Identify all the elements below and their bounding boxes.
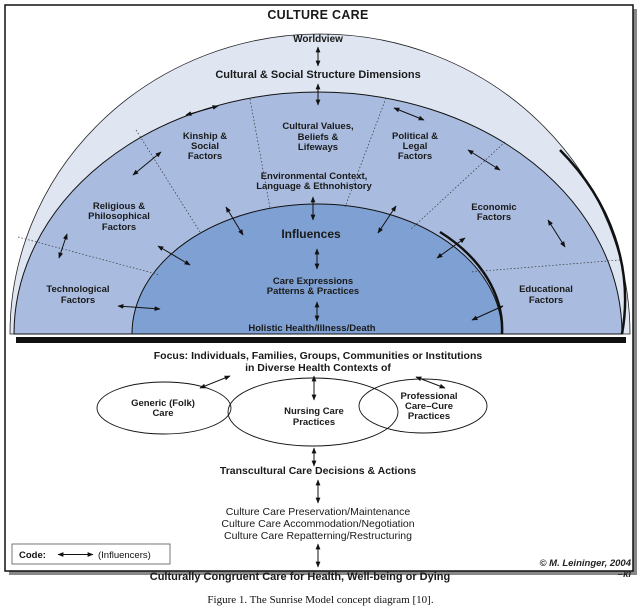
factor-label: Political & — [392, 131, 438, 142]
generic-care-label: Care — [152, 408, 173, 419]
care-expressions-label: Care Expressions — [273, 276, 353, 287]
copyright-initials: –kl — [618, 569, 632, 580]
separator — [469, 259, 621, 273]
outcome-label: Culturally Congruent Care for Health, We… — [150, 571, 451, 583]
middle-band-edge — [559, 149, 627, 335]
double-arrow-icon — [157, 245, 191, 266]
factor-label: Factors — [529, 295, 563, 306]
factor-label: Factors — [61, 295, 95, 306]
factor-label: Philosophical — [88, 211, 150, 222]
figure-caption: Figure 1. The Sunrise Model concept diag… — [207, 594, 434, 606]
double-arrow-icon — [547, 219, 566, 248]
factor-label: Social — [191, 141, 219, 152]
generic-care-label: Generic (Folk) — [131, 398, 195, 409]
ellipse-generic-care — [96, 381, 232, 435]
decisions-label: Transcultural Care Decisions & Actions — [220, 465, 416, 477]
factor-label: Cultural Values, — [282, 121, 353, 132]
professional-care-label: Professional — [400, 391, 457, 402]
factor-label: Religious & — [93, 201, 145, 212]
dimensions-title: Cultural & Social Structure Dimensions — [215, 69, 420, 81]
double-arrow-icon — [132, 151, 162, 176]
factor-label: Lifeways — [298, 142, 338, 153]
double-arrow-icon — [436, 237, 466, 259]
holistic-label: Holistic Health/Illness/Death — [248, 323, 375, 334]
factor-political: Political & Legal Factors — [392, 131, 438, 162]
focus-arrows — [199, 375, 446, 568]
legend-code-label: Code: — [19, 550, 46, 561]
care-expressions-label: Patterns & Practices — [267, 286, 359, 297]
factor-label: Technological — [46, 284, 109, 295]
factor-label: Kinship & — [183, 131, 227, 142]
professional-care-label: Practices — [408, 411, 450, 422]
mode-preservation: Culture Care Preservation/Maintenance — [226, 506, 411, 518]
double-arrow-icon — [199, 375, 231, 389]
factor-label: Legal — [403, 141, 428, 152]
double-arrow-icon — [393, 107, 425, 121]
separator — [249, 98, 271, 209]
environmental-label: Environmental Context, — [261, 171, 368, 182]
factor-label: Beliefs & — [298, 132, 339, 143]
focus-line-1: Focus: Individuals, Families, Groups, Co… — [154, 350, 483, 362]
factor-label: Factors — [102, 222, 136, 233]
factor-cultural-values: Cultural Values, Beliefs & Lifeways — [282, 121, 353, 153]
nursing-care-label: Nursing Care — [284, 406, 344, 417]
factor-economic: Economic Factors — [471, 202, 516, 223]
double-arrow-icon — [377, 205, 397, 234]
worldview-label: Worldview — [293, 34, 343, 45]
factor-religious: Religious & Philosophical Factors — [88, 201, 150, 233]
influencer-arrows — [58, 46, 566, 322]
factor-label: Educational — [519, 284, 573, 295]
mode-repatterning: Culture Care Repatterning/Restructuring — [224, 530, 412, 542]
double-arrow-icon — [471, 305, 504, 321]
factor-technological: Technological Factors — [46, 284, 109, 306]
environmental-context: Environmental Context, Language & Ethnoh… — [256, 171, 372, 192]
focus-line-2: in Diverse Health Contexts of — [245, 362, 391, 374]
copyright-line: © M. Leininger, 2004 — [540, 558, 632, 569]
factor-educational: Educational Factors — [519, 284, 573, 306]
double-arrow-icon — [117, 303, 161, 312]
code-legend: Code: (Influencers) — [11, 543, 171, 565]
factor-label: Economic — [471, 202, 516, 213]
mode-accommodation: Culture Care Accommodation/Negotiation — [221, 518, 414, 530]
factor-label: Factors — [188, 151, 222, 162]
baseline-bar — [16, 337, 626, 343]
nursing-care-label: Practices — [293, 417, 335, 428]
factor-label: Factors — [477, 212, 511, 223]
double-arrow-icon — [225, 206, 244, 236]
legend-meaning: (Influencers) — [98, 550, 151, 561]
title-culture-care: Culture Care — [267, 8, 368, 22]
environmental-label: Language & Ethnohistory — [256, 181, 372, 192]
double-arrow-icon — [415, 376, 446, 389]
influences-label: Influences — [281, 227, 341, 241]
factor-kinship: Kinship & Social Factors — [183, 131, 227, 162]
double-arrow-icon — [58, 233, 68, 259]
separator — [135, 129, 201, 233]
double-arrow-icon — [185, 105, 219, 116]
factor-label: Factors — [398, 151, 432, 162]
professional-care-label: Care–Cure — [405, 401, 453, 412]
double-arrow-icon — [467, 149, 501, 171]
